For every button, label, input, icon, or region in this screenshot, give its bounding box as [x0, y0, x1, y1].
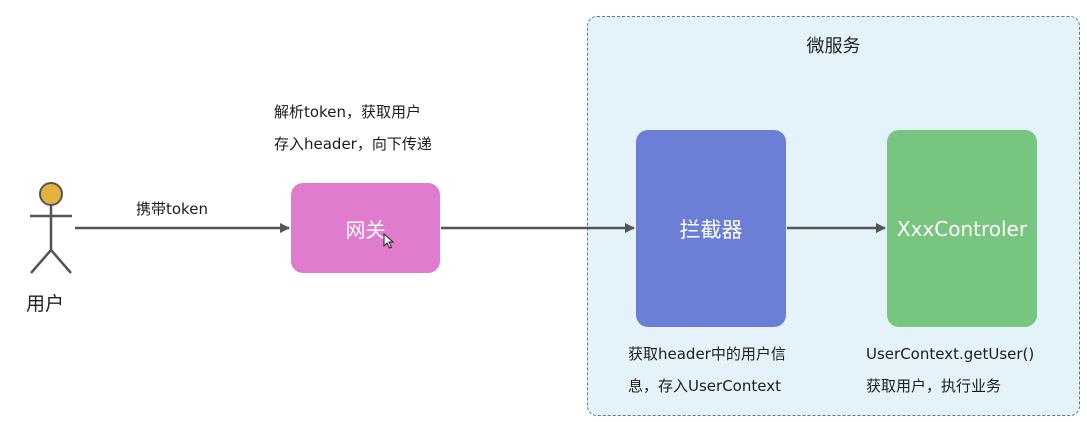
interceptor-note: 获取header中的用户信 息，存入UserContext [628, 338, 786, 402]
interceptor-node[interactable]: 拦截器 [636, 130, 786, 327]
interceptor-note-line-2: 息，存入UserContext [628, 377, 781, 395]
controller-note-line-1: UserContext.getUser() [866, 345, 1035, 363]
controller-note: UserContext.getUser() 获取用户，执行业务 [866, 338, 1034, 402]
actor-label: 用户 [26, 293, 65, 315]
microservice-group-label: 微服务 [806, 36, 861, 57]
gateway-node[interactable]: 网关 [291, 183, 440, 273]
controller-note-line-2: 获取用户，执行业务 [866, 377, 1002, 395]
gateway-note: 解析token，获取用户 存入header，向下传递 [274, 96, 432, 160]
interceptor-note-line-1: 获取header中的用户信 [628, 345, 786, 363]
user-actor-icon [30, 182, 72, 274]
mouse-cursor-icon [383, 233, 395, 249]
gateway-note-line-2: 存入header，向下传递 [274, 135, 432, 153]
edge-label-carry-token: 携带token [136, 200, 208, 218]
gateway-note-line-1: 解析token，获取用户 [274, 103, 421, 121]
controller-label: XxxControler [896, 216, 1028, 241]
interceptor-label: 拦截器 [679, 217, 743, 242]
controller-node[interactable]: XxxControler [887, 130, 1037, 327]
gateway-label: 网关 [345, 217, 386, 242]
